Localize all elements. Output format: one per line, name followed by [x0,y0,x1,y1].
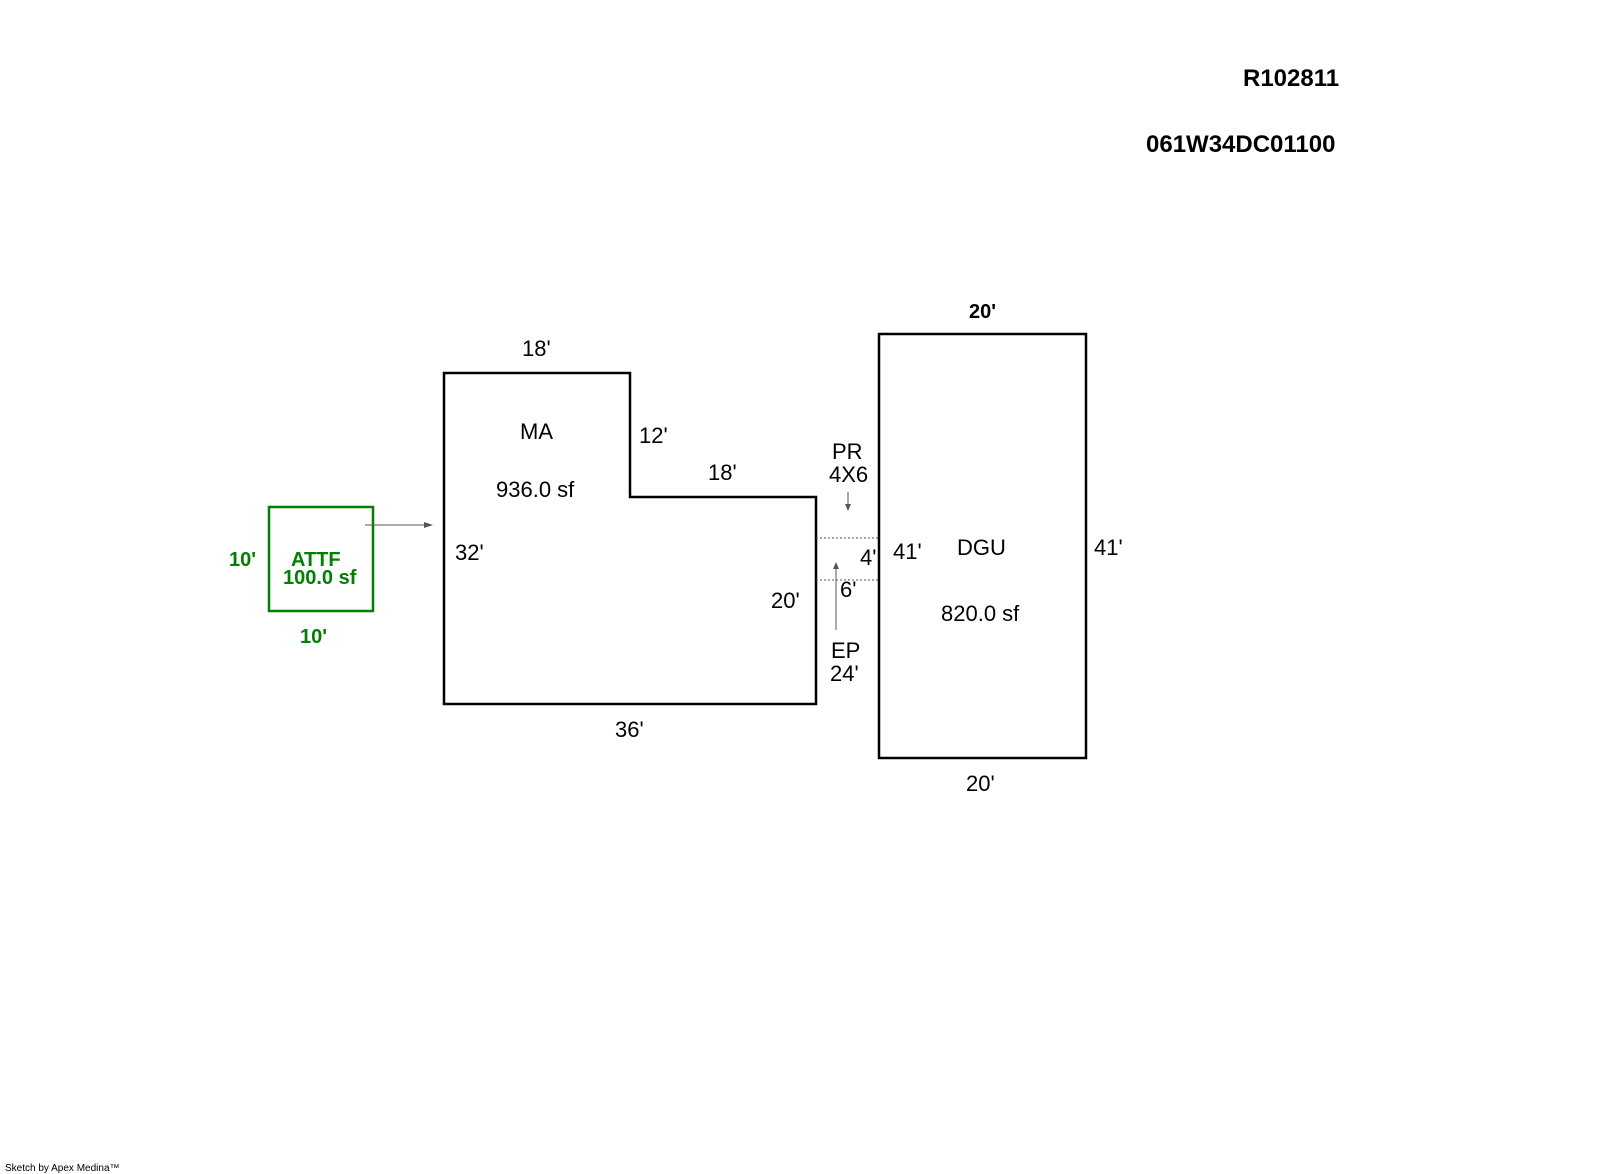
ep-code: EP [831,638,860,663]
dgu-dim-top: 20' [969,301,996,323]
ma-dim-step-horizontal: 18' [708,460,737,485]
ma-outline [442,371,818,706]
ma-dim-bottom: 36' [615,717,644,742]
attf-area: ATTF 100.0 sf 10' 10' [229,505,375,648]
pr-area: PR 4X6 4' 6' [816,439,879,602]
ma-dim-top: 18' [522,336,551,361]
ma-dim-left: 32' [455,540,484,565]
pr-arrow [845,492,851,511]
pr-dim-width: 6' [840,577,856,602]
pr-code: PR [832,439,863,464]
dgu-outline [877,332,1088,760]
pr-dim-height: 4' [860,545,876,570]
attf-area-label: 100.0 sf [283,567,357,589]
parcel-id: 061W34DC01100 [1146,131,1335,158]
attf-dim-left: 10' [229,549,256,571]
record-id: R102811 [1243,65,1339,92]
dgu-dim-bottom: 20' [966,771,995,796]
ma-dim-right: 20' [771,588,800,613]
ma-area-label: 936.0 sf [496,477,575,502]
ma-dim-step-vertical: 12' [639,423,668,448]
pr-size: 4X6 [829,462,868,487]
dgu-dim-left: 41' [893,539,922,564]
ep-area: EP 24' [830,562,860,686]
attf-outline [267,505,375,613]
ep-arrow [833,562,839,630]
dgu-code: DGU [957,535,1006,560]
dgu-dim-right: 41' [1094,535,1123,560]
ma-area: MA 936.0 sf 18' 12' 18' 32' 20' 36' [442,336,818,742]
attf-connector-arrow [365,522,433,528]
sketch-credit: Sketch by Apex Medina™ [5,1163,120,1174]
dgu-area: DGU 820.0 sf 20' 20' 41' 41' [877,301,1123,796]
ma-code: MA [520,419,553,444]
ep-length: 24' [830,661,859,686]
attf-code: ATTF [291,549,341,571]
attf-dim-bottom: 10' [300,626,327,648]
dgu-area-label: 820.0 sf [941,601,1020,626]
